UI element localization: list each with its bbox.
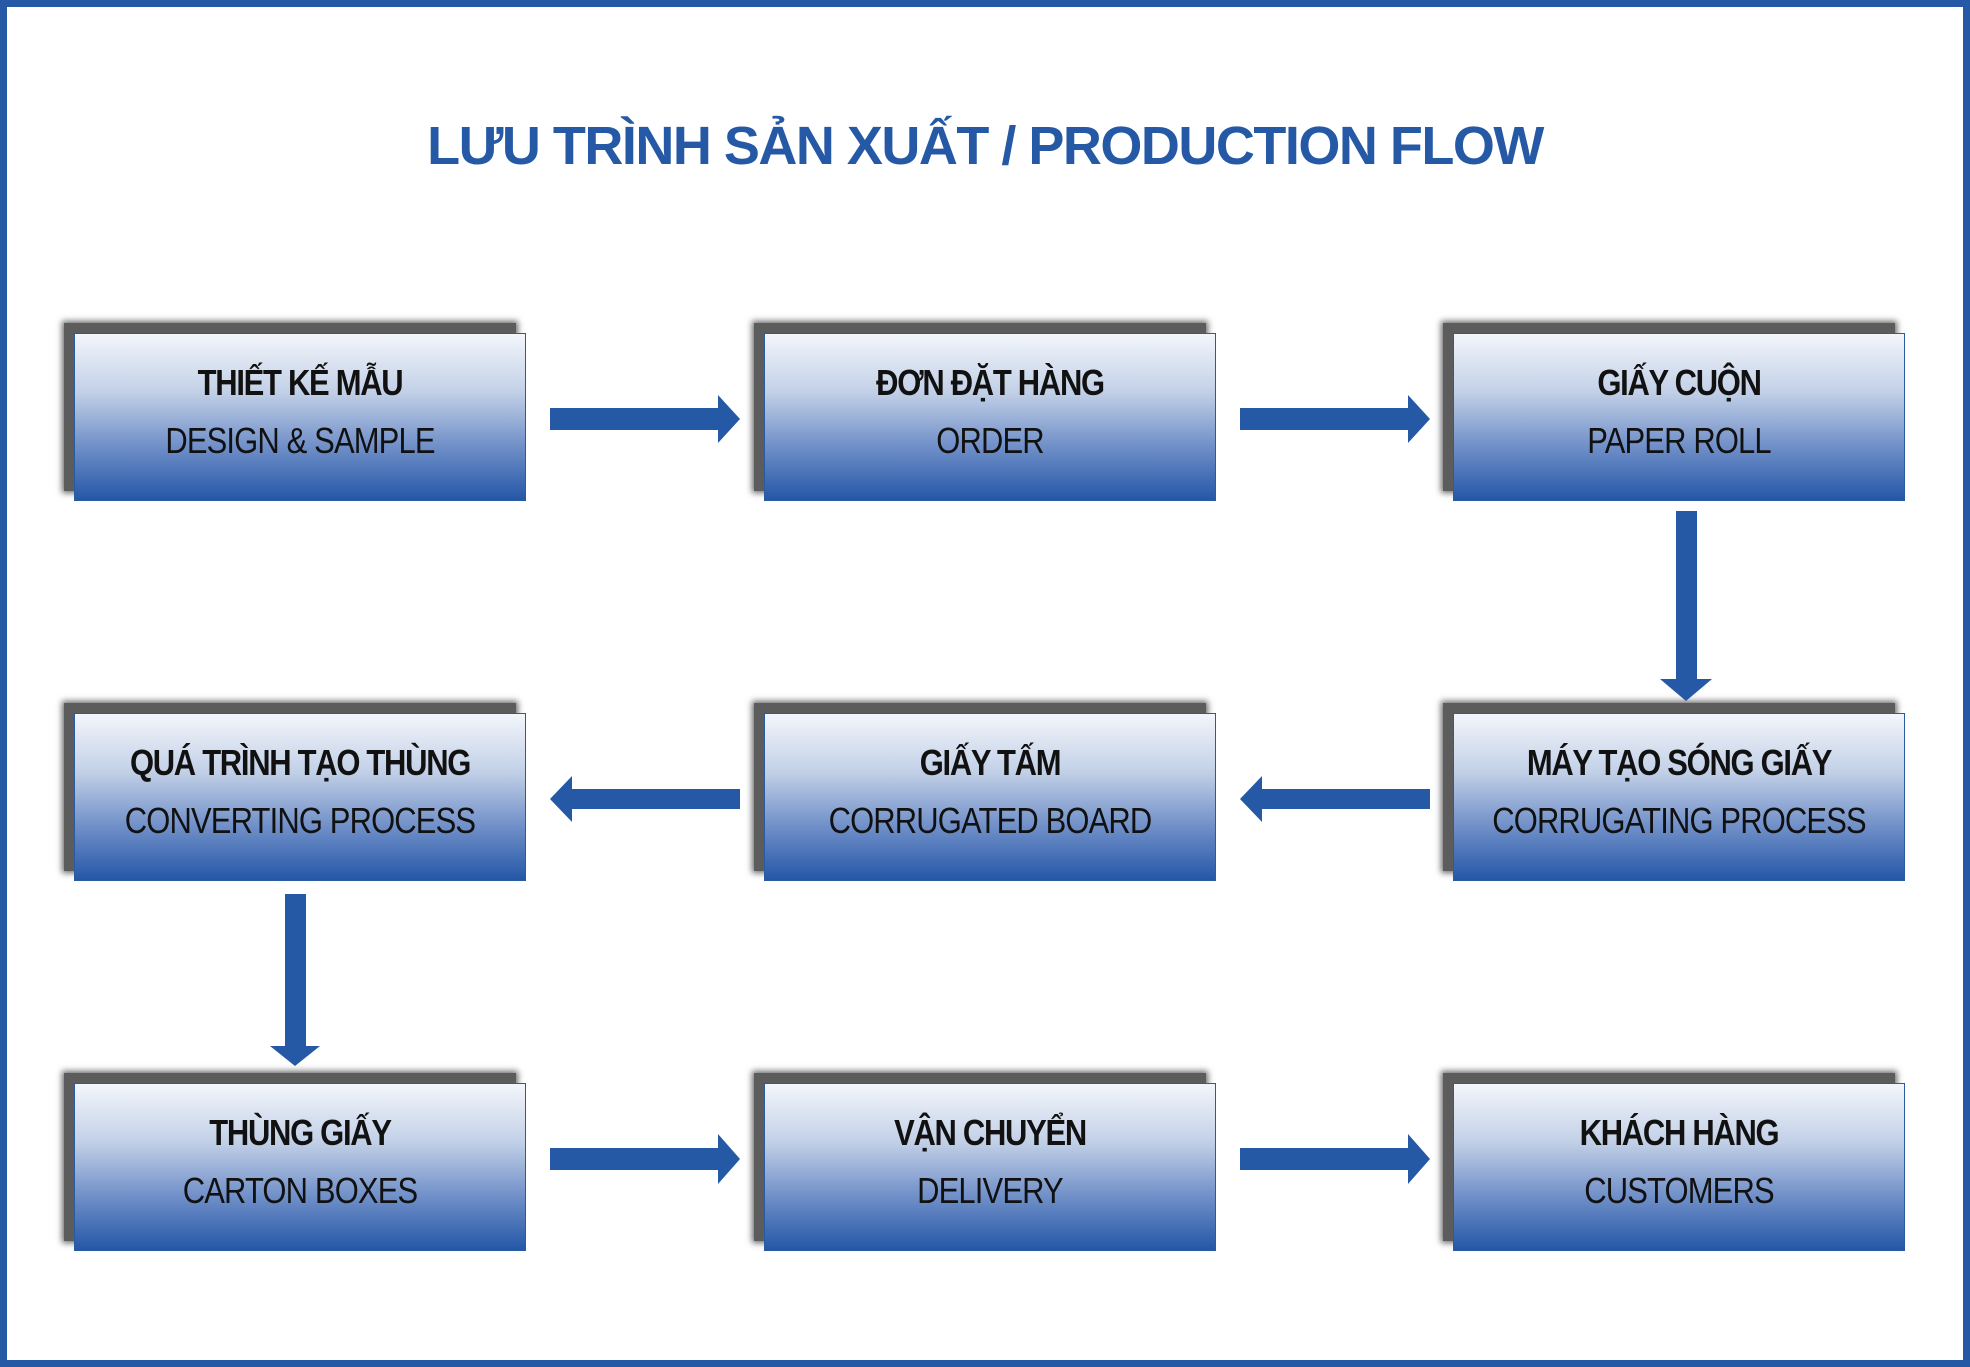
arrow-right: [550, 395, 740, 443]
step-label-en: DESIGN & SAMPLE: [165, 420, 435, 461]
arrow-down: [1660, 511, 1712, 701]
step-label-en: PAPER ROLL: [1587, 420, 1771, 461]
arrow-right: [1240, 395, 1430, 443]
step-label-en: CORRUGATED BOARD: [828, 800, 1153, 841]
step-converting-process: QUÁ TRÌNH TẠO THÙNG CONVERTING PROCESS: [74, 713, 526, 881]
arrow-right: [1240, 1134, 1430, 1184]
step-label-en: DELIVERY: [917, 1170, 1064, 1211]
step-label-en: CUSTOMERS: [1584, 1170, 1774, 1211]
diagram-title: LƯU TRÌNH SẢN XUẤT / PRODUCTION FLOW: [427, 116, 1544, 176]
step-delivery: VẬN CHUYỂN DELIVERY: [764, 1083, 1216, 1251]
step-label-vi: KHÁCH HÀNG: [1579, 1112, 1780, 1153]
arrow-down: [270, 894, 320, 1066]
step-label-vi: GIẤY TẤM: [919, 742, 1062, 783]
step-label-en: CORRUGATING PROCESS: [1492, 800, 1866, 841]
step-corrugated-board: GIẤY TẤM CORRUGATED BOARD: [764, 713, 1216, 881]
step-label-vi: THÙNG GIẤY: [209, 1112, 392, 1153]
step-order: ĐƠN ĐẶT HÀNG ORDER: [764, 333, 1216, 501]
step-corrugating-process: MÁY TẠO SÓNG GIẤY CORRUGATING PROCESS: [1453, 713, 1905, 881]
step-label-vi: THIẾT KẾ MẪU: [197, 362, 404, 403]
step-label-en: ORDER: [936, 420, 1044, 461]
step-design-sample: THIẾT KẾ MẪU DESIGN & SAMPLE: [74, 333, 526, 501]
step-label-vi: ĐƠN ĐẶT HÀNG: [876, 362, 1105, 403]
arrow-left: [550, 776, 740, 822]
step-label-vi: MÁY TẠO SÓNG GIẤY: [1526, 742, 1833, 783]
step-label-vi: VẬN CHUYỂN: [894, 1112, 1087, 1153]
step-label-en: CONVERTING PROCESS: [124, 800, 476, 841]
step-label-en: CARTON BOXES: [182, 1170, 418, 1211]
step-carton-boxes: THÙNG GIẤY CARTON BOXES: [74, 1083, 526, 1251]
step-customers: KHÁCH HÀNG CUSTOMERS: [1453, 1083, 1905, 1251]
arrow-right: [550, 1134, 740, 1184]
step-paper-roll: GIẤY CUỘN PAPER ROLL: [1453, 333, 1905, 501]
arrow-left: [1240, 776, 1430, 822]
step-label-vi: GIẤY CUỘN: [1597, 362, 1762, 403]
step-label-vi: QUÁ TRÌNH TẠO THÙNG: [129, 742, 471, 783]
